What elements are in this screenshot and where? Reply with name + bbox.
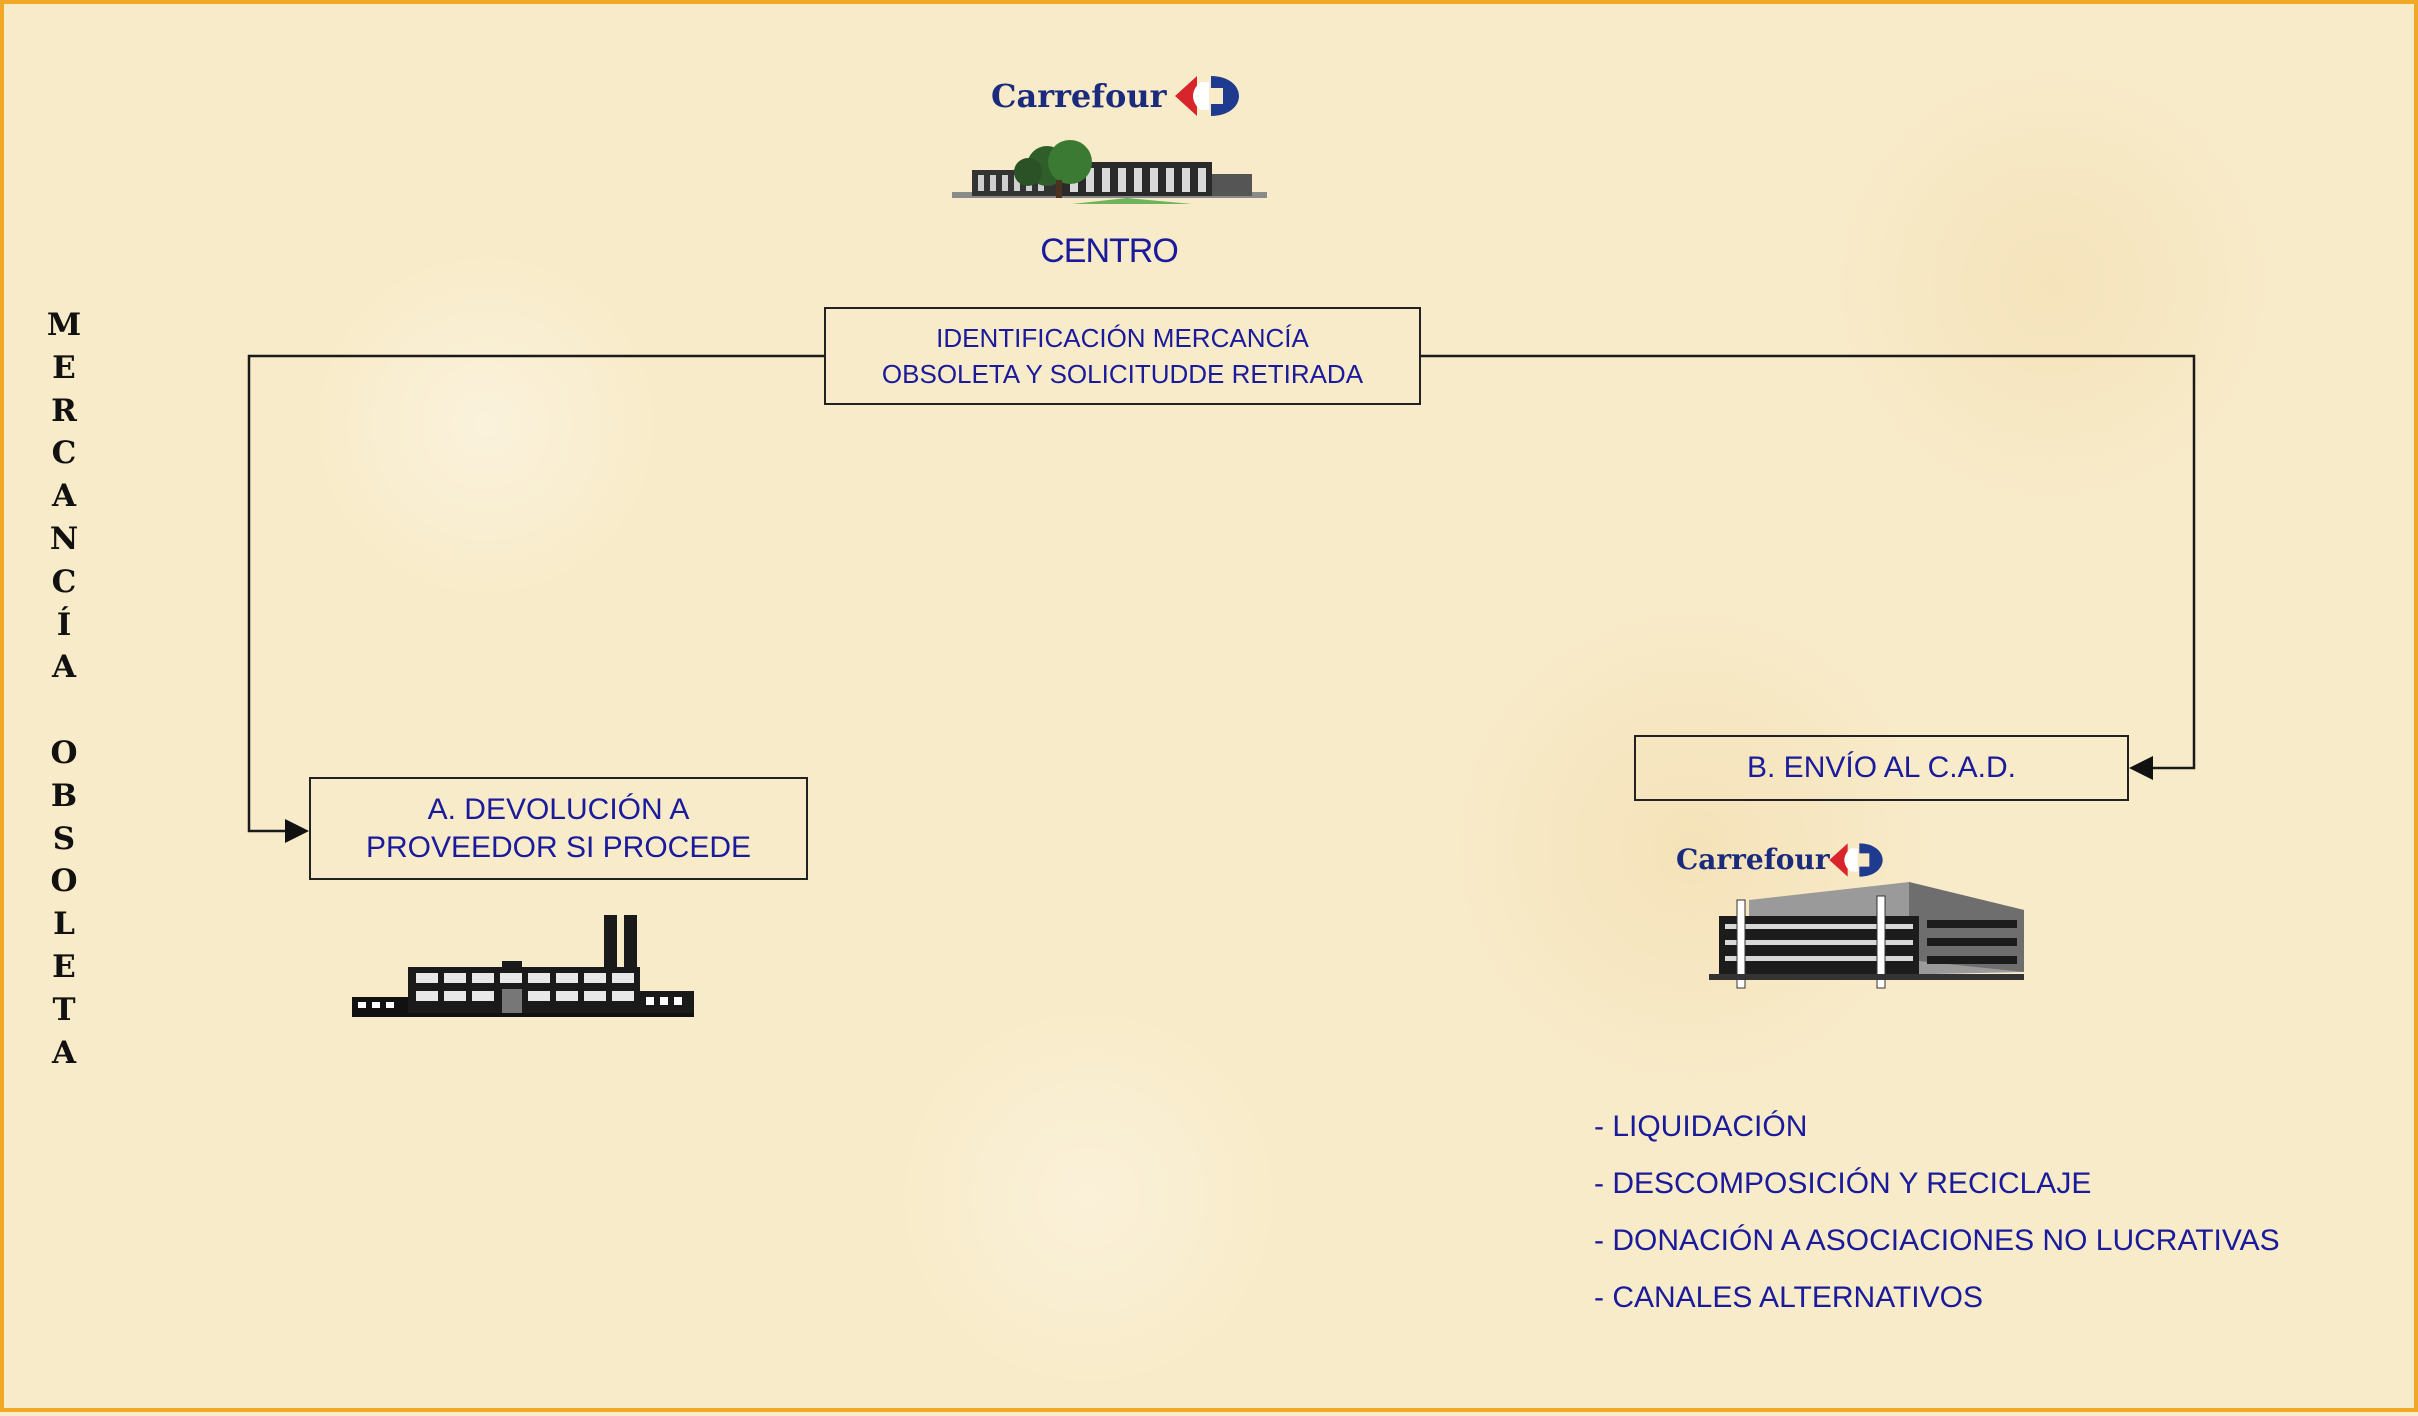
carrefour-logo-cad-icon [1829,843,1883,877]
arrow-left-icon [2129,756,2153,780]
cad-option-item: - CANALES ALTERNATIVOS [1594,1281,1983,1314]
factory-icon [352,915,694,1017]
side-title-letter: E [52,349,76,386]
connector-to-option-a [247,354,824,833]
store-building-icon [952,140,1267,204]
side-title-letter: B [50,777,78,814]
side-title-letter: A [51,478,77,515]
cad-option-item: - LIQUIDACIÓN [1594,1110,1808,1143]
carrefour-logo-icon [1175,76,1239,116]
side-title-letter: T [52,991,76,1028]
identification-line-1: IDENTIFICACIÓN MERCANCÍA [936,323,1309,353]
identification-box: IDENTIFICACIÓN MERCANCÍA OBSOLETA Y SOLI… [824,307,1421,405]
option-a-line-1: A. DEVOLUCIÓN A [427,792,690,826]
connector-to-option-b [1421,354,2196,770]
side-title-letter: O [50,863,78,900]
carrefour-logo-text-cad: Carrefour [1676,843,1830,876]
side-title-letter: L [53,906,75,943]
cad-options-list: - LIQUIDACIÓN - DESCOMPOSICIÓN Y RECICLA… [1594,1109,2280,1337]
side-title-letter: O [50,734,78,771]
side-title-letter: S [52,820,76,857]
side-title-letter: C [51,435,77,472]
arrow-right-icon [285,819,309,843]
option-b-box: B. ENVÍO AL C.A.D. [1634,735,2129,801]
side-title-letter: N [49,520,79,557]
cad-option-item: - DESCOMPOSICIÓN Y RECICLAJE [1594,1167,2092,1200]
side-title-letter: Í [56,606,72,643]
identification-line-2: OBSOLETA Y SOLICITUDDE RETIRADA [881,359,1364,389]
option-a-box: A. DEVOLUCIÓN A PROVEEDOR SI PROCEDE [309,777,808,880]
centro-label: CENTRO [1040,232,1179,270]
carrefour-logo-text-top: Carrefour [991,77,1167,115]
option-b-label: B. ENVÍO AL C.A.D. [1747,751,2016,784]
warehouse-building-icon [1709,882,2024,989]
side-title-letter: A [51,1034,77,1071]
side-title-letter: E [52,948,76,985]
option-a-line-2: PROVEEDOR SI PROCEDE [365,830,752,864]
side-title-letter: M [46,307,82,343]
connector-lines [247,354,2196,843]
side-title-letter: C [51,563,77,600]
cad-option-item: - DONACIÓN A ASOCIACIONES NO LUCRATIVAS [1594,1224,2280,1257]
side-title-letter: A [51,649,77,686]
side-title-letter: R [51,392,77,429]
